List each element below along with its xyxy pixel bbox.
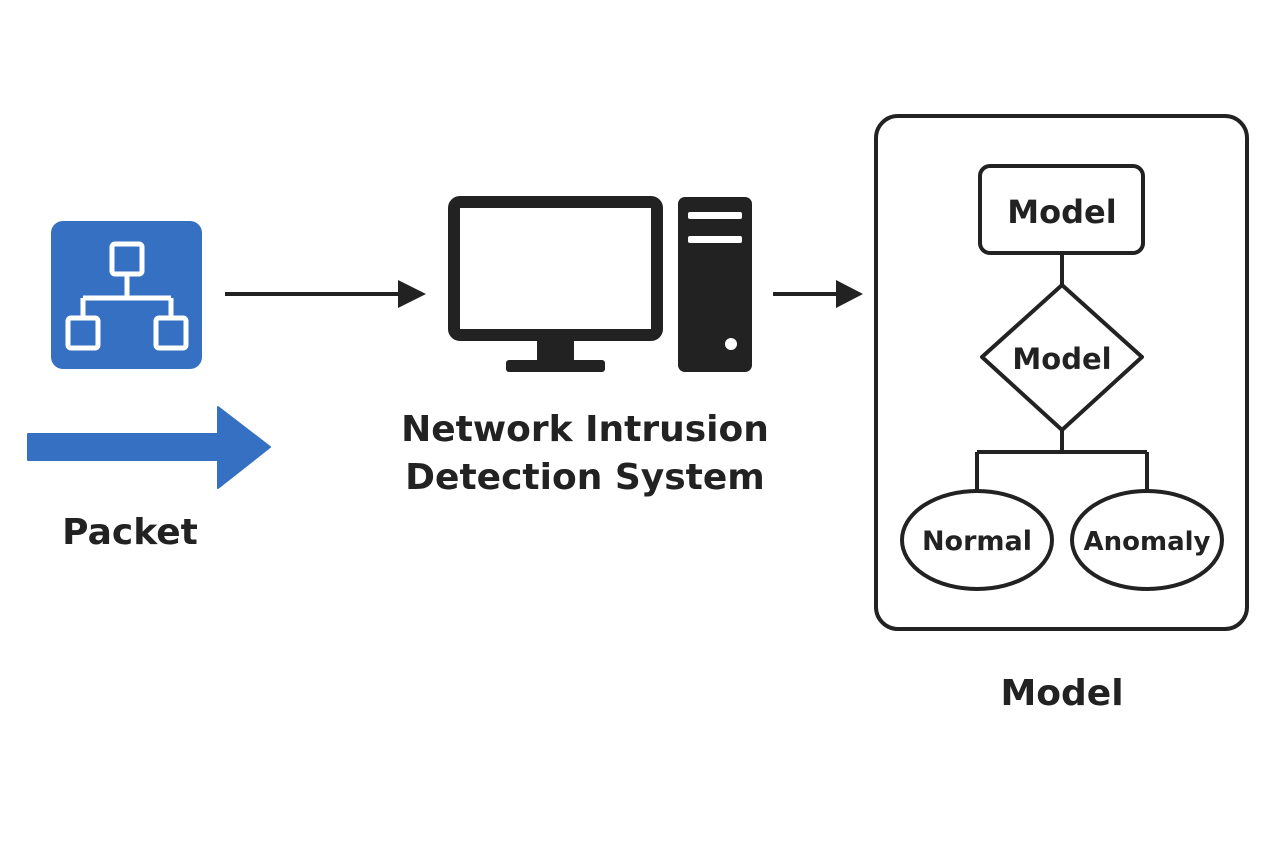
packet-label: Packet [62,512,198,553]
flowchart-model-box-label: Model [1007,193,1116,231]
model-caption: Model [1000,673,1124,714]
flow-arrow-packet-to-nids [225,280,426,308]
connector-branches [975,430,1149,492]
flow-arrow-nids-to-model [773,280,863,308]
flowchart-anomaly-label: Anomaly [1084,527,1211,557]
flowchart-normal-label: Normal [922,526,1032,557]
nids-label-line2: Detection System [405,457,765,498]
nids-label: Network Intrusion Detection System [385,406,785,502]
flowchart-normal-node [900,489,1054,591]
model-flowchart: Model Model Normal Anomaly [900,164,1224,591]
flowchart-anomaly-node [1070,489,1224,591]
network-topology-icon [51,221,202,369]
desktop-computer-icon [448,196,752,372]
right-arrow-icon [27,406,271,489]
nids-label-line1: Network Intrusion [401,409,769,450]
flowchart-decision-label: Model [1012,342,1111,376]
